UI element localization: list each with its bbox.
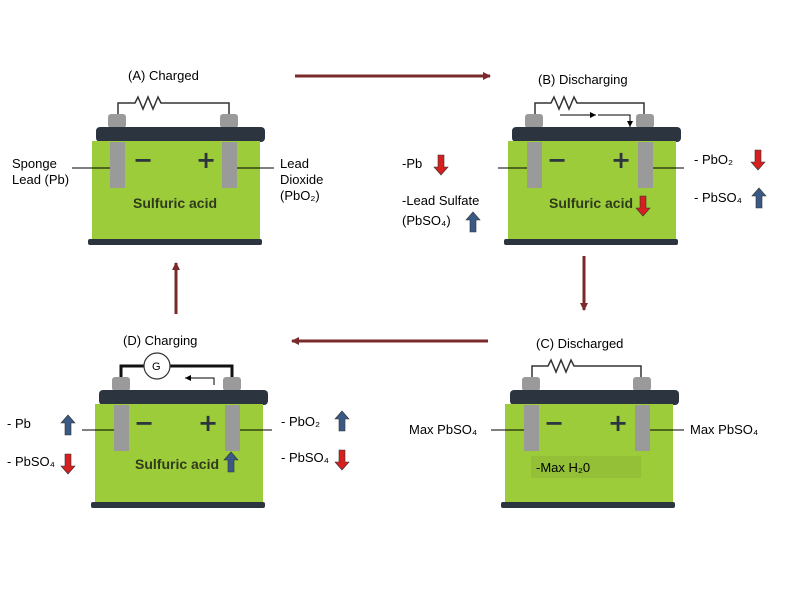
battery-lid bbox=[510, 390, 679, 405]
lead-label: -Pb bbox=[402, 156, 422, 171]
down-arrow-icon bbox=[750, 149, 766, 171]
panel-title: (D) Charging bbox=[123, 333, 197, 348]
negative-electrode bbox=[527, 142, 542, 188]
plus-sign: + bbox=[196, 146, 216, 174]
minus-sign: − bbox=[544, 409, 564, 437]
trend-arrow-shape bbox=[334, 449, 350, 471]
lead-dioxide-label: - PbO₂ bbox=[281, 414, 320, 429]
lead-sulfate-label: - PbSO₄ bbox=[694, 190, 742, 205]
positive-electrode bbox=[222, 142, 237, 188]
max-lead-sulfate-label: Max PbSO₄ bbox=[690, 422, 758, 437]
negative-electrode bbox=[110, 142, 125, 188]
charger-wire bbox=[119, 364, 234, 380]
up-arrow-icon bbox=[60, 414, 76, 436]
trend-arrow-shape bbox=[334, 410, 350, 432]
positive-terminal-cap bbox=[636, 114, 654, 128]
trend-arrow-shape bbox=[433, 154, 449, 176]
negative-terminal-cap bbox=[525, 114, 543, 128]
down-arrow-icon bbox=[433, 154, 449, 176]
minus-sign: − bbox=[134, 409, 154, 437]
trend-arrow-shape bbox=[635, 195, 651, 217]
positive-electrode bbox=[635, 405, 650, 451]
positive-electrode bbox=[225, 405, 240, 451]
resistor-wire bbox=[117, 95, 230, 117]
plus-sign: + bbox=[198, 409, 218, 437]
minus-sign: − bbox=[547, 146, 567, 174]
positive-terminal-cap bbox=[223, 377, 241, 391]
lead-label: - Pb bbox=[7, 416, 31, 431]
up-arrow-icon bbox=[465, 211, 481, 233]
current-arrow bbox=[185, 375, 215, 385]
battery-base bbox=[91, 502, 265, 508]
battery-base bbox=[501, 502, 675, 508]
positive-terminal-cap bbox=[220, 114, 238, 128]
battery: − + Sulfuric acid bbox=[504, 114, 681, 245]
battery: − + -Max H₂0 bbox=[501, 377, 679, 508]
panel-charged: (A) Charged − + Sulfuric acid Sponge Lea… bbox=[12, 68, 327, 245]
galvanometer bbox=[143, 352, 171, 380]
up-arrow-icon bbox=[751, 187, 767, 209]
battery-lid bbox=[512, 127, 681, 142]
negative-terminal-cap bbox=[522, 377, 540, 391]
electrolyte-label: -Max H₂0 bbox=[536, 460, 590, 475]
positive-terminal-cap bbox=[633, 377, 651, 391]
galvanometer-label: G bbox=[152, 361, 161, 373]
label-line: Dioxide bbox=[280, 172, 323, 187]
up-arrow-icon bbox=[223, 451, 239, 473]
plus-sign: + bbox=[608, 409, 628, 437]
minus-sign: − bbox=[133, 146, 153, 174]
lead-sulfate-formula: (PbSO₄) bbox=[402, 213, 451, 228]
panel-title: (C) Discharged bbox=[536, 336, 623, 351]
negative-electrode bbox=[114, 405, 129, 451]
negative-electrode bbox=[524, 405, 539, 451]
panel-discharged: (C) Discharged − + -Max H₂0 Max PbSO₄ Ma… bbox=[409, 336, 758, 508]
battery: − + Sulfuric acid bbox=[88, 114, 265, 245]
max-lead-sulfate-label: Max PbSO₄ bbox=[409, 422, 477, 437]
battery-base bbox=[504, 239, 678, 245]
down-arrow-icon bbox=[60, 453, 76, 475]
panel-title: (B) Discharging bbox=[538, 72, 628, 87]
label-line: Lead (Pb) bbox=[12, 172, 69, 187]
positive-electrode bbox=[638, 142, 653, 188]
trend-arrow-shape bbox=[465, 211, 481, 233]
electrolyte-label: Sulfuric acid bbox=[549, 195, 633, 211]
sponge-lead-label: Sponge Lead (Pb) bbox=[12, 156, 69, 187]
lead-sulfate-label: - PbSO₄ bbox=[281, 450, 329, 465]
plus-sign: + bbox=[611, 146, 631, 174]
negative-terminal-cap bbox=[112, 377, 130, 391]
lead-sulfate-label: - PbSO₄ bbox=[7, 454, 55, 469]
trend-arrow-shape bbox=[223, 451, 239, 473]
panel-charging: (D) Charging G − + Sulfuric acid - Pb - … bbox=[7, 333, 350, 508]
down-arrow-icon bbox=[635, 195, 651, 217]
resistor-wire bbox=[531, 358, 642, 380]
current-arrow bbox=[598, 114, 633, 127]
label-line: (PbO₂) bbox=[280, 188, 320, 203]
lead-dioxide-label: - PbO₂ bbox=[694, 152, 733, 167]
battery: − + Sulfuric acid bbox=[91, 377, 268, 508]
electrolyte-highlight bbox=[531, 456, 641, 478]
panel-discharging: (B) Discharging − + Sulfuric acid -Pb -L… bbox=[402, 72, 767, 245]
trend-arrow-shape bbox=[60, 453, 76, 475]
trend-arrow-shape bbox=[751, 187, 767, 209]
lead-sulfate-label: -Lead Sulfate bbox=[402, 193, 479, 208]
resistor-wire bbox=[534, 95, 645, 117]
lead-dioxide-label: Lead Dioxide (PbO₂) bbox=[280, 156, 327, 203]
up-arrow-icon bbox=[334, 410, 350, 432]
trend-arrow-shape bbox=[750, 149, 766, 171]
electrolyte-label: Sulfuric acid bbox=[133, 195, 217, 211]
label-line: Lead bbox=[280, 156, 309, 171]
label-line: Sponge bbox=[12, 156, 57, 171]
negative-terminal-cap bbox=[108, 114, 126, 128]
battery-base bbox=[88, 239, 262, 245]
down-arrow-icon bbox=[334, 449, 350, 471]
battery-lid bbox=[96, 127, 265, 142]
trend-arrow-shape bbox=[60, 414, 76, 436]
panel-title: (A) Charged bbox=[128, 68, 199, 83]
electrolyte-label: Sulfuric acid bbox=[135, 456, 219, 472]
battery-lid bbox=[99, 390, 268, 405]
